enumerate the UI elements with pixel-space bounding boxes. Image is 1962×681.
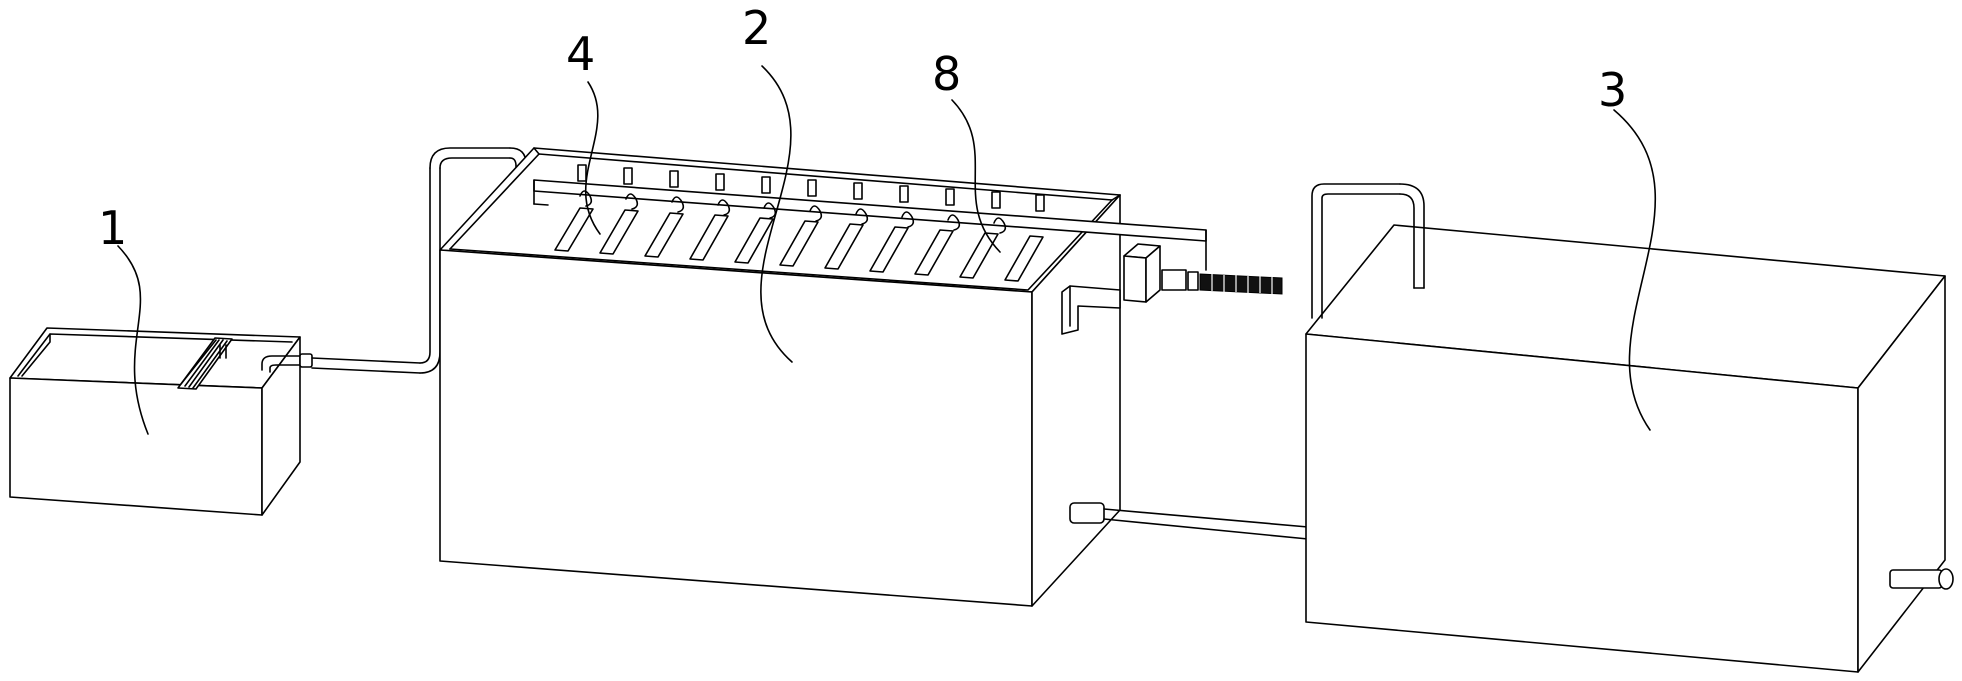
leader-3 [1613, 109, 1656, 431]
callout-8: 8 [932, 47, 961, 101]
callout-3: 3 [1598, 63, 1627, 117]
leader-8 [951, 99, 1001, 253]
callout-2: 2 [742, 1, 771, 55]
callout-4: 4 [566, 27, 595, 81]
connecting-pipe [1069, 502, 1309, 540]
tank-3 [1305, 183, 1954, 673]
tank-1-screen [177, 337, 233, 390]
callout-1: 1 [98, 201, 127, 255]
tank-2 [439, 147, 1283, 607]
leader-2 [760, 65, 793, 363]
screw-drive [1123, 243, 1283, 303]
leader-1 [117, 245, 149, 435]
rail-bar [533, 179, 1207, 271]
leader-lines [117, 65, 1656, 435]
leader-4 [584, 81, 601, 235]
tank-2-plates [554, 164, 1045, 282]
side-bracket [1061, 285, 1121, 335]
tank-1 [9, 327, 301, 516]
inlet-pipe [261, 147, 527, 374]
